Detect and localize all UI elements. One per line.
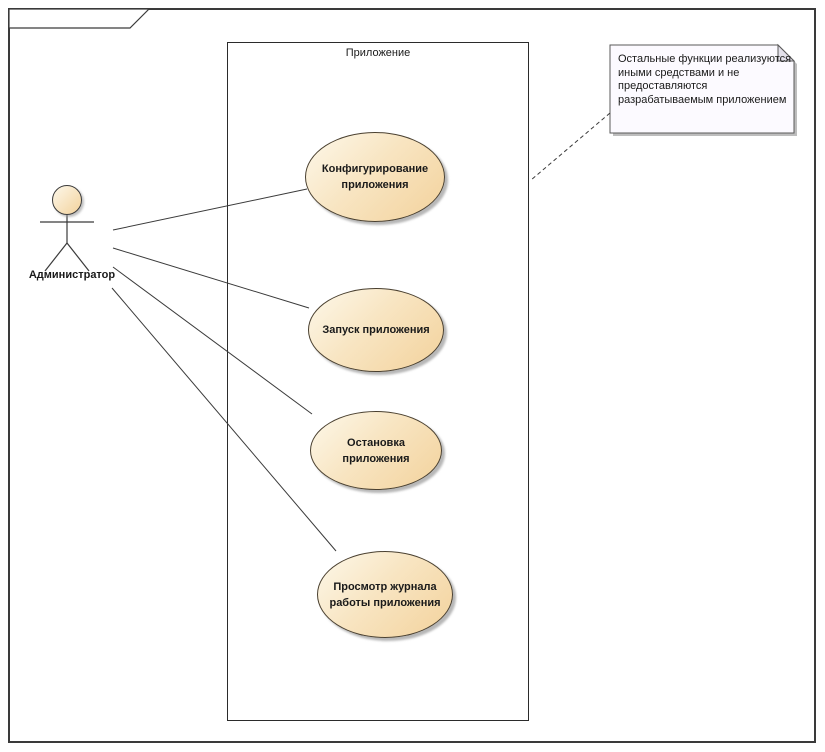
- association-stop[interactable]: [112, 266, 313, 415]
- usecase-configure-application[interactable]: Конфигурирование приложения: [305, 132, 445, 222]
- diagram-frame: [8, 8, 816, 743]
- note-shape[interactable]: [609, 44, 795, 134]
- association-configure[interactable]: [112, 188, 308, 231]
- association-start[interactable]: [112, 247, 310, 309]
- association-viewlog[interactable]: [111, 287, 337, 552]
- note-fold-corner-icon: [777, 43, 796, 62]
- note-link-connector[interactable]: [530, 112, 611, 181]
- note-text: Остальные функции реализуются иными сред…: [618, 53, 792, 106]
- usecase-view-log[interactable]: Просмотр журнала работы приложения: [317, 551, 453, 638]
- usecase-start-application[interactable]: Запуск приложения: [308, 288, 444, 372]
- actor-left-leg-line: [44, 242, 68, 272]
- usecase-label: Конфигурирование приложения: [321, 163, 429, 191]
- actor-right-leg-line: [66, 242, 90, 272]
- usecase-stop-application[interactable]: Остановка приложения: [310, 411, 442, 490]
- usecase-label: Просмотр журнала работы приложения: [329, 580, 441, 609]
- actor-administrator[interactable]: [52, 185, 82, 215]
- usecase-label: Запуск приложения: [322, 324, 430, 336]
- system-boundary-label: Приложение: [345, 47, 411, 59]
- actor-label: Администратор: [28, 269, 116, 281]
- frame-tab[interactable]: [8, 8, 151, 29]
- usecase-label: Остановка приложения: [342, 436, 410, 465]
